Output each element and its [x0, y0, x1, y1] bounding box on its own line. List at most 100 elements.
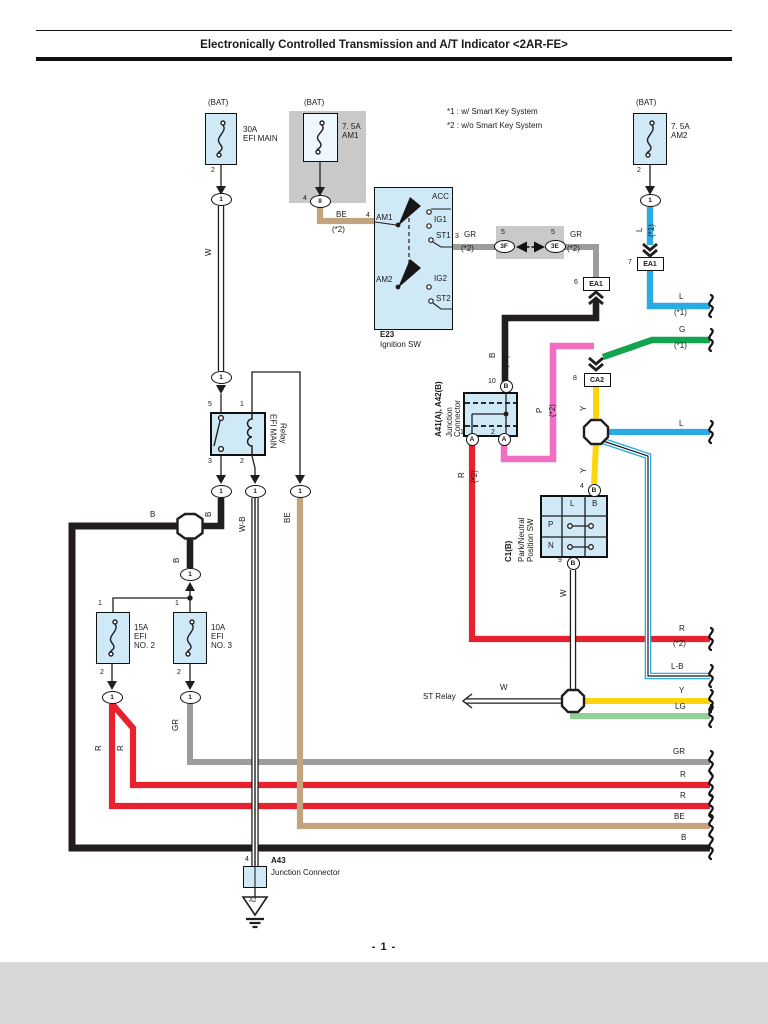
pin-a-a41-1: A [465, 432, 479, 446]
wire-w-st-relay [461, 693, 564, 709]
a41-code: A41(A), A42(B) [434, 381, 443, 437]
exit-r1-note: (*2) [673, 639, 686, 648]
c1-name-2: Position SW [526, 518, 535, 562]
wire-be-am1 [316, 207, 374, 225]
wire-b-horiz: B [150, 510, 156, 519]
pin-4-e23: 4 [366, 212, 370, 219]
pin-2-fuse-efi-main: 2 [211, 167, 215, 174]
st-relay-wire-label: W [500, 683, 508, 692]
fuse-efi-main-name: EFI MAIN [243, 134, 278, 143]
exit-lg-label: LG [675, 702, 686, 711]
wire-gr1-note: (*2) [461, 244, 474, 253]
exit-lb-label: L-B [671, 662, 684, 671]
exit-l2-label: L [679, 419, 684, 428]
e23-term-am2: AM2 [376, 275, 393, 284]
wire-be-relay-exit [296, 498, 710, 830]
fuse-am2-name: AM2 [671, 131, 688, 140]
wire-l-am2: L [635, 227, 644, 232]
wire-w-main: W [204, 248, 213, 256]
conn-3e: 3E [544, 239, 566, 253]
page-title: Electronically Controlled Transmission a… [200, 39, 568, 51]
wire-l-am2-note: (*1) [647, 224, 656, 237]
junction-ea1-7: EA1 [636, 257, 664, 271]
wire-l-ea1-exit [646, 271, 710, 310]
wire-b-ea1: B [488, 352, 497, 358]
pin-2-fuse10: 2 [177, 669, 181, 676]
fuse10-name-2: NO. 3 [211, 641, 232, 650]
wire-b-ea1-note: (*2) [501, 355, 510, 368]
junction-chevrons [588, 242, 658, 372]
wire-r-fuse15-exit-high [110, 702, 710, 789]
wire-r-2: R [116, 745, 125, 751]
exit-g-note: (*1) [674, 341, 687, 350]
wire-r-1: R [94, 745, 103, 751]
pin-2-fuse15: 2 [100, 669, 104, 676]
viewer-background [0, 962, 768, 1024]
junction-ea1-6: EA1 [582, 277, 610, 291]
pin-6-ea1: 6 [574, 279, 578, 286]
c1-col-b: B [592, 499, 598, 508]
a43-code: A43 [271, 856, 286, 865]
fuse15-name-1: EFI [134, 632, 147, 641]
conn-1-relay-b: 1 [210, 484, 232, 498]
wire-p-note: (*2) [548, 404, 557, 417]
fuse10-name-1: EFI [211, 632, 224, 641]
fuse10-amp: 10A [211, 623, 226, 632]
conn-1-relay-wb: 1 [244, 484, 266, 498]
bat-label-am1: (BAT) [304, 98, 325, 107]
conn-ii-am1: II [309, 194, 331, 208]
st-relay-label: ST Relay [423, 692, 456, 701]
e23-name: Ignition SW [380, 340, 421, 349]
wire-p-a41-ca2 [500, 342, 594, 463]
relay-pin-1: 1 [240, 401, 244, 408]
pin-1-a41: 1 [460, 429, 464, 436]
fuse15-name-2: NO. 2 [134, 641, 155, 650]
ground-symbol [241, 896, 269, 929]
e23-code: E23 [380, 330, 395, 339]
wire-r-a41-note: (*2) [470, 470, 479, 483]
pin-1-fuse10: 1 [175, 600, 179, 607]
a41-name-2: Connector [453, 400, 462, 437]
a43-name: Junction Connector [271, 868, 340, 877]
pin-8-ca2: 8 [573, 375, 577, 382]
exit-r2-label: R [680, 770, 686, 779]
wire-be-relay: BE [283, 512, 292, 523]
relay-name-1: EFI MAIN [268, 414, 278, 449]
pin-b-a41: B [499, 379, 513, 393]
exit-r1-label: R [679, 624, 685, 633]
c1-code: C1(B) [504, 540, 513, 562]
pin-3-st1: 3 [455, 233, 459, 240]
exit-g-label: G [679, 325, 686, 334]
header-rule-thick [36, 57, 732, 61]
mating-arrows [516, 241, 545, 253]
e23-term-st1: ST1 [436, 231, 451, 240]
splice-octagon-y [582, 418, 610, 446]
pin-2-a41: 2 [491, 429, 495, 436]
exit-b-label: B [681, 833, 687, 842]
pin-1-fuse15: 1 [98, 600, 102, 607]
relay-internals [213, 412, 253, 456]
e23-term-ig1: IG1 [434, 215, 447, 224]
c1-col-l: L [570, 499, 575, 508]
wire-b-ea1-a41 [501, 300, 600, 382]
wire-b-relay: B [204, 511, 213, 517]
conn-1-relay-top: 1 [210, 370, 232, 384]
pin-b-c1-bottom: B [566, 556, 580, 570]
wire-lg-exit [570, 710, 710, 719]
relay-pin-5: 5 [208, 401, 212, 408]
note-smart-key-1: *1 : w/ Smart Key System [447, 107, 538, 116]
pin-4-c1: 4 [580, 483, 584, 490]
exit-l1-label: L [679, 292, 684, 301]
splice-octagon-w [560, 688, 586, 714]
relay-name-2: Relay [278, 423, 288, 444]
fuse-am1-amp: 7. 5A [342, 122, 361, 131]
fuse-am2-amp: 7. 5A [671, 122, 690, 131]
note-smart-key-2: *2 : w/o Smart Key System [447, 121, 543, 130]
wire-w-c1: W [559, 589, 568, 597]
wire-b-main-exit [68, 522, 710, 852]
fuse-efi-main-amp: 30A [243, 125, 258, 134]
fuse15-amp: 15A [134, 623, 149, 632]
wire-lb-oct-exit [601, 437, 710, 680]
exit-y-label: Y [679, 686, 685, 695]
